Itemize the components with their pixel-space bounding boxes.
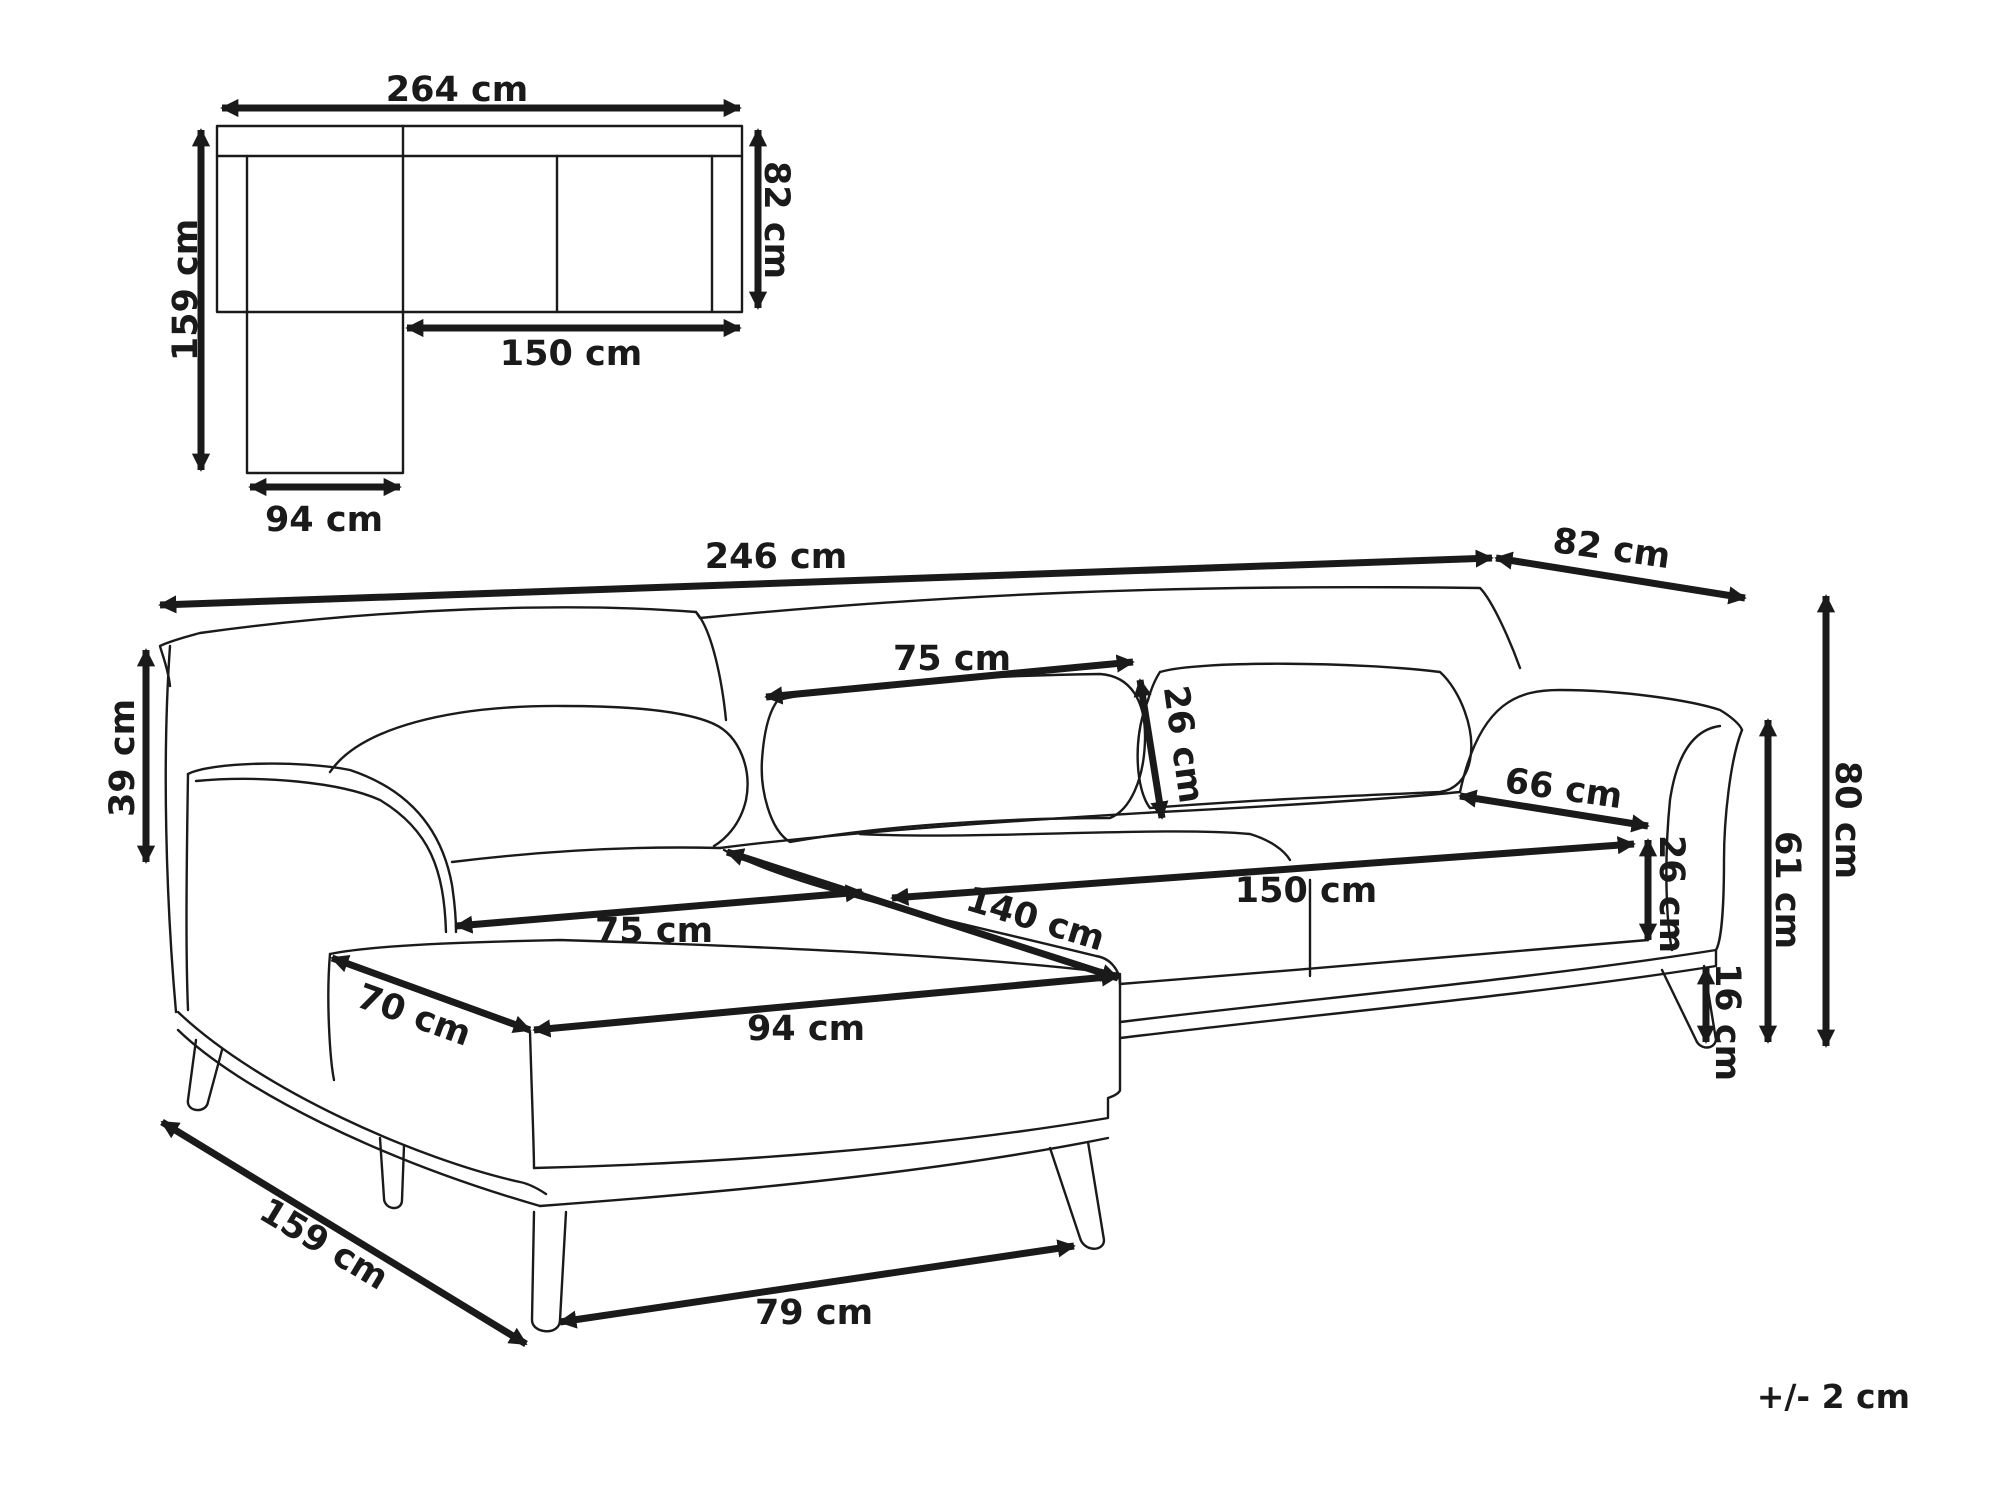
chaise-bottom-width-label: 79 cm	[755, 1293, 873, 1333]
width-arrow	[158, 549, 1494, 614]
chaise-length-arrow	[725, 848, 1120, 982]
cushion-width-arrow	[764, 654, 1135, 705]
top-width-label: 264 cm	[386, 70, 528, 110]
top-chaise-width-label: 94 cm	[265, 500, 383, 540]
cushion-width-label: 75 cm	[893, 639, 1011, 679]
back-height-label: 39 cm	[103, 699, 143, 817]
depth-arrow	[1494, 551, 1747, 605]
front-dimensions	[136, 549, 1836, 1347]
top-seat-depth-label: 82 cm	[756, 161, 796, 279]
chaise-depth-arrow	[160, 1119, 528, 1347]
chaise-length-label: 140 cm	[961, 880, 1109, 960]
top-view: 264 cm 159 cm 82 cm 150 cm 94 cm	[166, 70, 796, 540]
seat-width-label: 150 cm	[1235, 871, 1377, 911]
leg-height-label: 16 cm	[1707, 963, 1747, 1081]
chaise-width-label: 94 cm	[747, 1009, 865, 1049]
top-seat-width-label: 150 cm	[500, 334, 642, 374]
sofa-drawing	[158, 585, 1744, 1333]
front-labels: 246 cm 82 cm 80 cm 61 cm 16 cm 39 cm 75 …	[103, 521, 1867, 1333]
top-depth-label: 159 cm	[166, 219, 206, 361]
width-label: 246 cm	[705, 537, 847, 577]
seat-height-label: 61 cm	[1767, 831, 1807, 949]
chaise-seat-width-arrow	[454, 884, 864, 934]
tolerance-note: +/- 2 cm	[1757, 1377, 1910, 1416]
chaise-depth-label: 159 cm	[252, 1191, 395, 1299]
chaise-bottom-width-arrow	[558, 1239, 1076, 1329]
chaise-seat-width-label: 75 cm	[595, 911, 713, 951]
chaise-seat-depth-arrow	[330, 954, 532, 1034]
cushion-height-label: 26 cm	[1155, 683, 1211, 806]
cushion-height-arrow	[1133, 678, 1169, 820]
armrest-height-label: 26 cm	[1651, 835, 1691, 953]
height-label: 80 cm	[1827, 761, 1867, 879]
chaise-width-arrow	[532, 968, 1120, 1038]
armrest-depth-arrow	[1458, 789, 1650, 833]
